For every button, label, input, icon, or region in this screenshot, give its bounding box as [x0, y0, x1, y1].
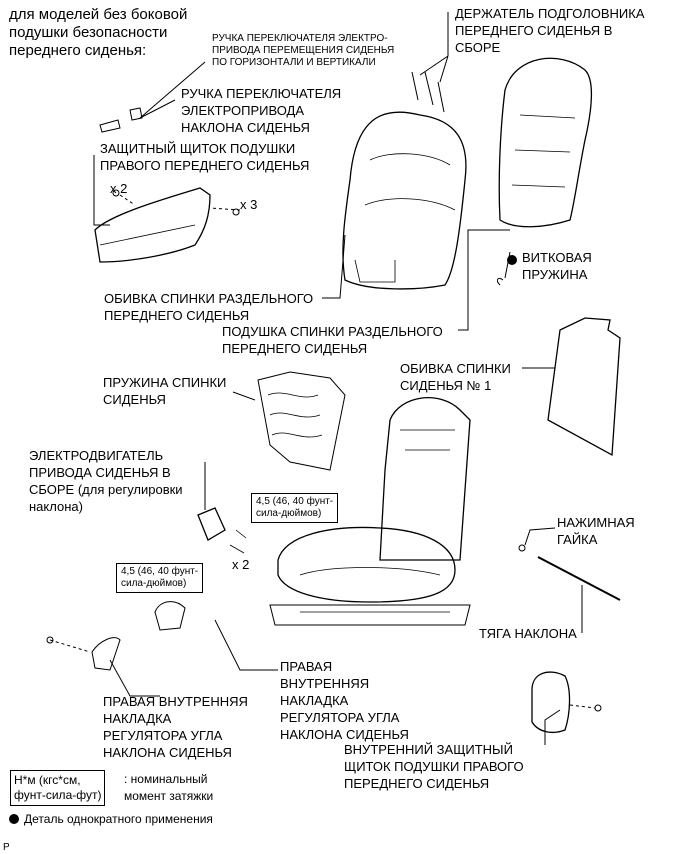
coil-spring-shape — [496, 277, 504, 286]
nonreusable-dot-coil — [507, 255, 517, 265]
leader-inner-shield — [544, 709, 561, 745]
label-recline-knob: РУЧКА ПЕРЕКЛЮЧАТЕЛЯ ЭЛЕКТРОПРИВОДА НАКЛО… — [181, 86, 342, 135]
recline-rod-shape — [537, 556, 621, 601]
leader-right-outer — [214, 619, 278, 671]
leader-back-spring — [232, 391, 256, 401]
cushion-shield-shape — [94, 187, 211, 263]
seat-cushion-shape — [277, 526, 456, 603]
seat-rails-shape — [269, 604, 471, 626]
label-cushion-shield: ЗАЩИТНЫЙ ЩИТОК ПОДУШКИ ПРАВОГО ПЕРЕДНЕГО… — [100, 141, 310, 173]
right-outer-cover-shape — [154, 601, 186, 631]
label-back-spring: ПРУЖИНА СПИНКИ СИДЕНЬЯ — [103, 375, 227, 407]
right-inner-cover-shape — [91, 637, 121, 671]
leader-switch-knob — [139, 61, 206, 119]
label-right-inner-cover: ПРАВАЯ ВНУТРЕННЯЯ НАКЛАДКА РЕГУЛЯТОРА УГ… — [103, 694, 248, 760]
leader-cushion-shield — [93, 155, 110, 226]
label-qty-x2-top: x 2 — [110, 181, 128, 196]
label-back-pad: ПОДУШКА СПИНКИ РАЗДЕЛЬНОГО ПЕРЕДНЕГО СИД… — [222, 324, 443, 356]
label-headrest-support: ДЕРЖАТЕЛЬ ПОДГОЛОВНИКА ПЕРЕДНЕГО СИДЕНЬЯ… — [455, 6, 645, 55]
label-coil-spring: ВИТКОВАЯ ПРУЖИНА — [522, 250, 592, 282]
label-qty-x2-bottom: x 2 — [232, 557, 250, 572]
torque-box-1: 4,5 (46, 40 фунт- сила-дюймов) — [251, 493, 339, 523]
legend-torque-unit: Н*м (кгс*см, фунт-сила-фут) — [10, 770, 106, 806]
headrest-support-shape — [411, 71, 445, 113]
leader-back-cover — [322, 234, 346, 299]
label-back-board: ОБИВКА СПИНКИ СИДЕНЬЯ № 1 — [400, 361, 511, 393]
label-inner-shield: ВНУТРЕННИЙ ЗАЩИТНЫЙ ЩИТОК ПОДУШКИ ПРАВОГ… — [344, 742, 524, 791]
leader-right-inner — [109, 659, 160, 697]
label-recline-rod: ТЯГА НАКЛОНА — [479, 626, 577, 641]
label-motor: ЭЛЕКТРОДВИГАТЕЛЬ ПРИВОДА СИДЕНЬЯ В СБОРЕ… — [29, 448, 183, 514]
legend-nonreusable-dot — [9, 814, 19, 824]
label-back-cover: ОБИВКА СПИНКИ РАЗДЕЛЬНОГО ПЕРЕДНЕГО СИДЕ… — [104, 291, 314, 323]
seatback-pad-shape — [498, 57, 593, 228]
back-board-shape — [547, 317, 621, 457]
seat-frame-shape — [379, 397, 471, 561]
corner-mark: P — [3, 842, 10, 853]
leader-recline-knob — [139, 99, 176, 119]
recline-knob-shape — [129, 107, 143, 121]
seatback-cover-shape — [342, 111, 467, 290]
legend-torque-desc: : номинальный момент затяжки — [124, 772, 214, 803]
leader-headrest — [419, 12, 449, 83]
label-right-outer-cover: ПРАВАЯ ВНУТРЕННЯЯ НАКЛАДКА РЕГУЛЯТОРА УГ… — [280, 659, 409, 742]
label-qty-x3: x 3 — [240, 197, 258, 212]
torque-box-2: 4,5 (46, 40 фунт- сила-дюймов) — [116, 563, 204, 593]
leader-push-nut — [524, 527, 556, 546]
leader-back-pad — [458, 229, 510, 331]
legend-nonreusable: Деталь однократного применения — [24, 812, 213, 826]
label-push-nut: НАЖИМНАЯ ГАЙКА — [557, 515, 635, 547]
back-spring-shape — [257, 371, 346, 471]
inner-shield-shape — [531, 671, 571, 733]
push-nut-shape — [518, 544, 526, 552]
motor-shape — [197, 507, 226, 541]
switch-knob-shape — [99, 119, 121, 133]
label-switch-knob-slide: РУЧКА ПЕРЕКЛЮЧАТЕЛЯ ЭЛЕКТРО- ПРИВОДА ПЕР… — [212, 33, 395, 68]
label-no-airbag: для моделей без боковой подушки безопасн… — [9, 6, 188, 59]
